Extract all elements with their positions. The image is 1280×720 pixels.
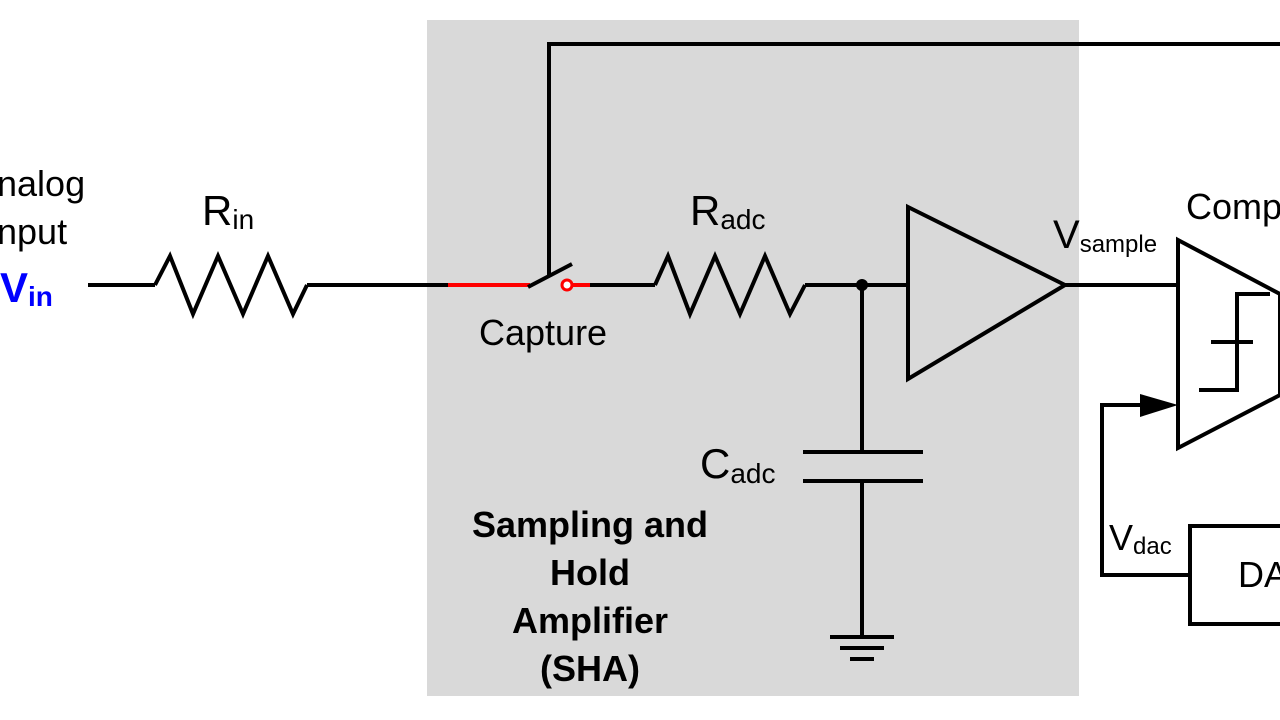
input-title-line2: nput (0, 211, 67, 252)
sha-block-background (427, 20, 1079, 696)
r-adc-label: Radc (690, 187, 766, 235)
v-dac-arrowhead (1140, 394, 1178, 417)
input-voltage-label: Vin (0, 264, 53, 312)
sha-block-caption: Sampling and Hold Amplifier (SHA) (472, 504, 708, 689)
input-title-line1: nalog (0, 163, 85, 204)
v-dac-label: Vdac (1109, 517, 1172, 560)
v-sample-label: Vsample (1053, 213, 1157, 258)
dac-block (1188, 524, 1280, 626)
sha-caption-line1: Sampling and (472, 504, 708, 545)
capture-control-wire (547, 42, 1280, 276)
dac-label: DA (1238, 554, 1280, 595)
buffer-amplifier-symbol (906, 203, 1070, 383)
v-dac-wire (1100, 403, 1190, 577)
r-in-resistor-symbol (153, 250, 309, 320)
ground-symbol (830, 635, 894, 661)
c-adc-label: Cadc (700, 440, 776, 489)
sha-caption-line3: Amplifier (512, 600, 668, 641)
r-adc-resistor-symbol (653, 250, 807, 320)
comparator-label: Comp (1186, 186, 1280, 227)
comparator-symbol (1176, 236, 1280, 452)
r-in-label: Rin (202, 187, 254, 235)
capture-switch-label: Capture (479, 312, 607, 353)
sha-caption-line2: Hold (550, 552, 630, 593)
switch-contact (560, 278, 574, 292)
sha-caption-line4: (SHA) (540, 648, 640, 689)
